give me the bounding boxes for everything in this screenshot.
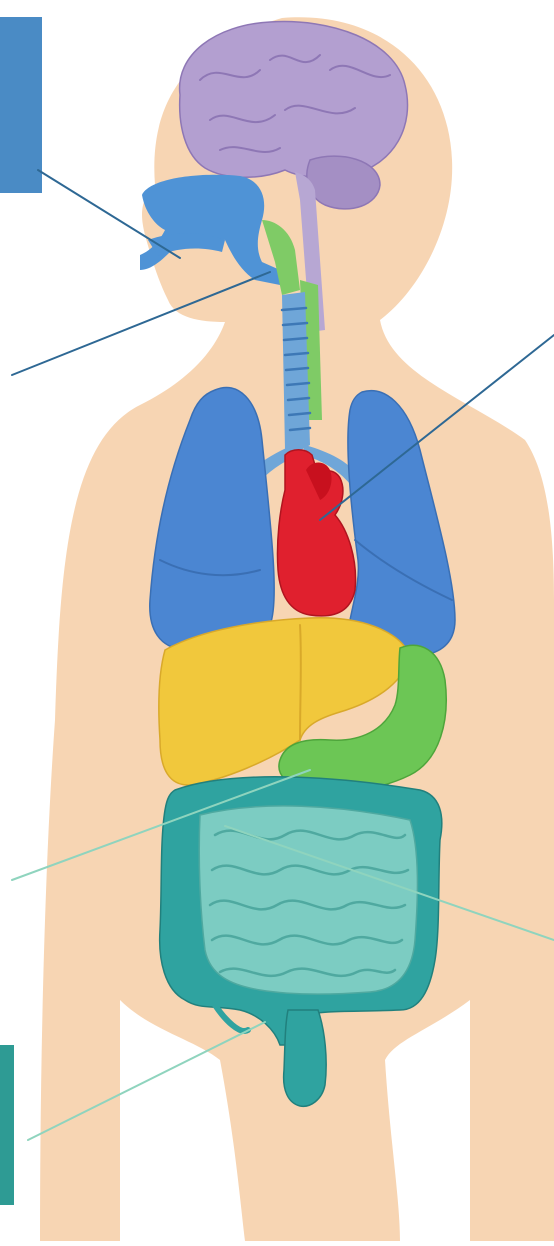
label-box-bottom-left[interactable]	[0, 1045, 14, 1205]
label-box-top-left[interactable]	[0, 17, 42, 193]
rectum-shape	[284, 1010, 327, 1106]
cerebrum	[180, 22, 408, 178]
rectum-icon	[284, 1010, 327, 1106]
liver-division	[300, 625, 301, 740]
small-intestine-icon	[199, 806, 417, 994]
